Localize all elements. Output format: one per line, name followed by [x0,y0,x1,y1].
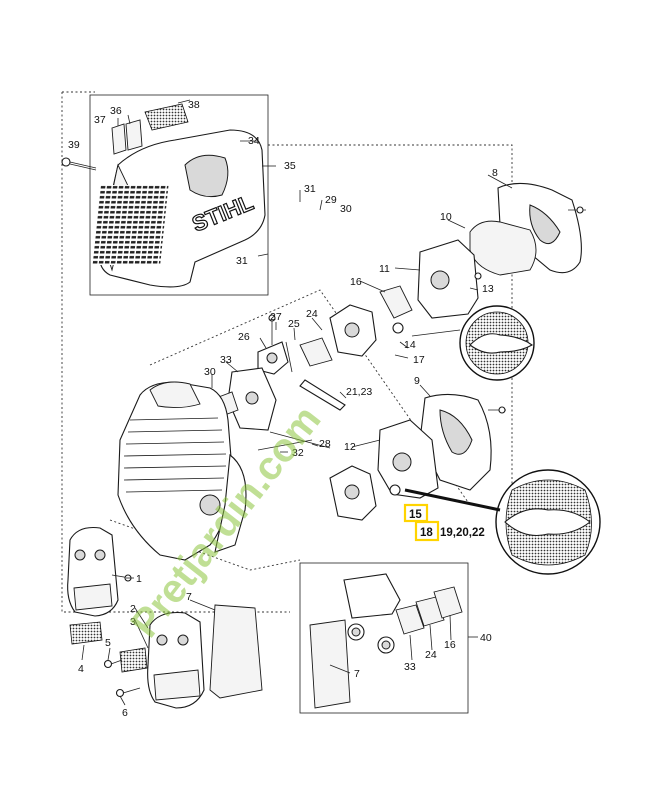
highlight-18 [414,520,440,542]
leader-lines [81,99,513,706]
callout-15: 15 [409,509,422,521]
kit-gasket-24 [415,596,445,627]
callout-2: 2 [130,603,136,615]
gasket-16 [379,285,413,319]
callout-33b: 33 [404,661,416,673]
callout-30a: 30 [340,203,352,215]
callout-13: 13 [482,283,494,295]
callout-30b: 30 [204,366,216,378]
screen-3 [119,647,148,673]
callout-6: 6 [122,707,128,719]
callout-26: 26 [238,331,250,343]
screw-5 [103,659,123,669]
callout-14: 14 [404,339,416,351]
kit-plate-7 [309,619,351,709]
callout-12: 12 [344,441,356,453]
kit-gasket-33 [395,604,425,635]
callout-1: 1 [136,573,142,585]
callout-17: 17 [413,354,425,366]
carburetor-bottom [329,465,401,521]
heat-shield-7 [209,604,263,699]
callout-19-20-22: 19,20,22 [440,527,485,539]
callout-4: 4 [78,663,84,675]
callout-35: 35 [284,160,296,172]
callout-37: 37 [94,114,106,126]
kit-box [299,562,469,714]
callout-28: 28 [319,438,331,450]
screen-4 [69,621,103,645]
choke-knob-detail-top [411,305,535,381]
callout-39: 39 [68,139,80,151]
callout-7b: 7 [354,668,360,680]
screw-6 [115,687,141,698]
callout-27: 27 [270,311,282,323]
gasket-kit-40 [299,562,469,714]
callout-21-23: 21,23 [346,386,372,398]
filter-cover-8 [497,182,586,274]
air-filter-10 [469,220,537,276]
filter-base-11 [417,239,482,319]
callout-11: 11 [379,263,390,275]
callout-25: 25 [288,318,300,330]
callout-24b: 24 [425,649,437,661]
callout-8: 8 [492,167,498,179]
choke-knob-detail-bottom [404,469,601,575]
callout-5: 5 [105,637,111,649]
filter-base-12 [377,419,439,499]
filter-housing-9 [419,393,506,491]
callout-31a: 31 [304,183,316,195]
callout-9: 9 [414,375,420,387]
muffler-2-3 [147,611,205,709]
callout-16a: 16 [350,276,362,288]
decal-36 [125,119,143,151]
shroud-opening [184,154,229,198]
callout-labels: 36 37 38 39 34 35 31 29 30 31 8 10 11 13… [68,99,498,719]
muffler-1 [67,526,132,617]
callout-32: 32 [292,447,304,459]
callout-34: 34 [248,135,260,147]
callout-18: 18 [420,527,433,539]
callout-7a: 7 [186,591,192,603]
decal-37 [111,123,127,155]
callout-33a: 33 [220,354,232,366]
shroud-grille [92,185,169,265]
intake-parts [257,314,346,411]
callout-36: 36 [110,105,122,117]
callout-31b: 31 [236,255,248,267]
callout-24a: 24 [306,308,318,320]
callout-10: 10 [440,211,452,223]
callout-16b: 16 [444,639,456,651]
shroud-box [89,94,269,296]
callout-29: 29 [325,194,337,206]
carburetor-top [329,304,404,357]
decal-38 [144,103,189,131]
engine-block [117,381,247,561]
screw-39 [61,157,97,171]
callout-40: 40 [480,632,492,644]
kit-gasket-16 [433,586,463,619]
shroud-group: STIHL [61,94,269,296]
callout-3: 3 [130,616,136,628]
callout-38: 38 [188,99,200,111]
kit-gasket-top [343,573,401,619]
